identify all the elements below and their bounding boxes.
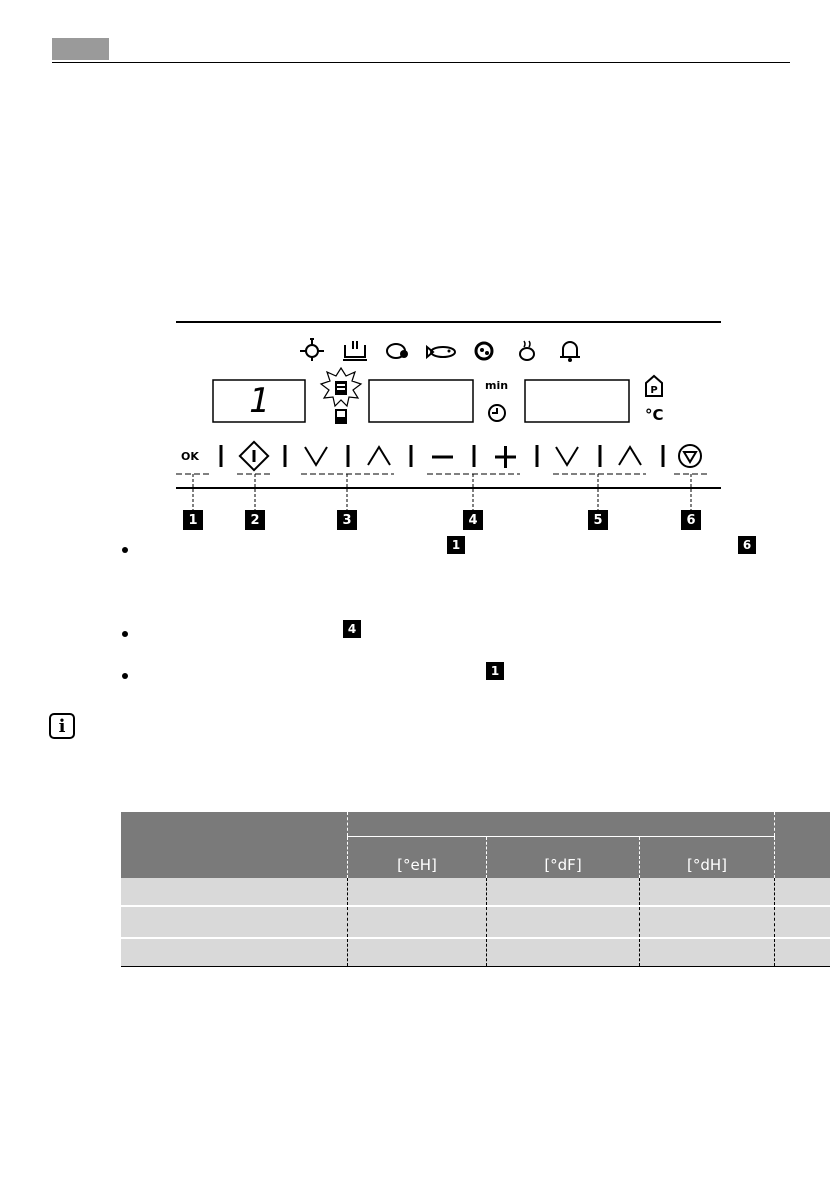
bullet-3 bbox=[122, 673, 128, 679]
fan-heat-icon bbox=[300, 338, 324, 361]
header-tab bbox=[52, 38, 109, 60]
program-icon: P bbox=[645, 374, 663, 397]
callout-6: 6 bbox=[681, 510, 701, 530]
plus-icon bbox=[495, 446, 516, 468]
callout-4: 4 bbox=[463, 510, 483, 530]
bullet-1-ref: 1 bbox=[447, 536, 465, 554]
svg-text:P: P bbox=[650, 385, 657, 396]
bottom-heat-icon bbox=[343, 341, 367, 361]
display-left bbox=[212, 379, 306, 423]
control-panel-illustration: P bbox=[0, 0, 839, 540]
callout-5: 5 bbox=[588, 510, 608, 530]
bullet-1-ref-2: 6 bbox=[738, 536, 756, 554]
descale-icon bbox=[319, 366, 363, 408]
pizza-icon bbox=[474, 341, 494, 361]
display-middle bbox=[368, 379, 474, 423]
display-right bbox=[524, 379, 630, 423]
table-header-blank bbox=[121, 812, 348, 878]
table-header-last bbox=[774, 812, 830, 878]
water-tank-icon bbox=[335, 409, 347, 424]
table-unit-dh: [°dH] bbox=[639, 836, 775, 878]
header-rule bbox=[52, 62, 790, 63]
info-icon: i bbox=[49, 713, 75, 739]
unit-celsius-label: °C bbox=[645, 406, 664, 424]
bullet-2-ref: 4 bbox=[343, 620, 361, 638]
start-icon bbox=[238, 440, 270, 472]
table-row bbox=[121, 878, 830, 906]
fish-icon bbox=[426, 344, 456, 360]
clock-icon bbox=[488, 404, 506, 422]
chevron-up-icon-2 bbox=[618, 445, 642, 466]
water-hardness-table: [°eH] [°dF] [°dH] bbox=[121, 812, 830, 967]
ok-label: OK bbox=[181, 450, 199, 463]
steam-icon bbox=[519, 340, 535, 361]
bell-icon bbox=[560, 341, 580, 362]
control-panel-drawing: P bbox=[176, 321, 721, 510]
chevron-up-icon bbox=[367, 445, 391, 466]
bullet-1 bbox=[122, 547, 128, 553]
chevron-down-icon bbox=[304, 446, 328, 467]
chevron-down-icon-2 bbox=[555, 446, 579, 467]
table-row bbox=[121, 937, 830, 967]
table-row bbox=[121, 905, 830, 938]
bullet-2 bbox=[122, 631, 128, 637]
callout-2: 2 bbox=[245, 510, 265, 530]
bullet-3-ref: 1 bbox=[486, 662, 504, 680]
callout-1: 1 bbox=[183, 510, 203, 530]
meat-icon bbox=[386, 343, 408, 359]
table-unit-eh: [°eH] bbox=[347, 836, 487, 878]
callout-3: 3 bbox=[337, 510, 357, 530]
stop-icon bbox=[678, 444, 702, 468]
display-digit: 1 bbox=[248, 381, 270, 421]
table-unit-df: [°dF] bbox=[486, 836, 640, 878]
unit-min-label: min bbox=[485, 379, 509, 392]
table-header-group bbox=[347, 812, 775, 837]
